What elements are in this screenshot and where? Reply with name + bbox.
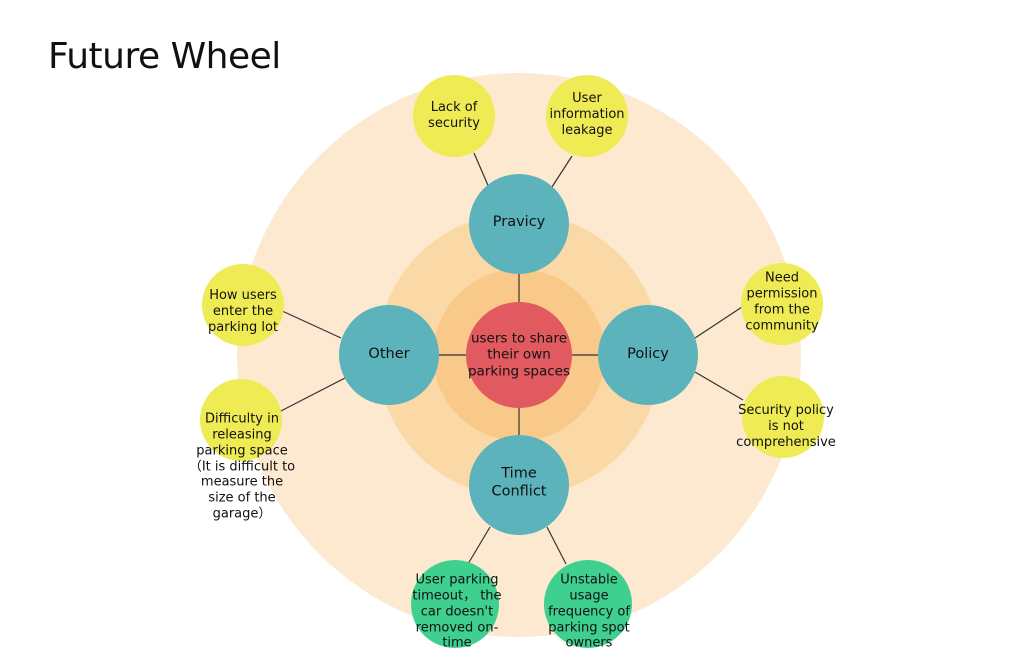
- category-node-other: [339, 305, 439, 405]
- connector-other-how-users-enter: [279, 309, 342, 339]
- impact-label-need-permission: Need permission from the community: [745, 270, 819, 333]
- impact-label-lack-of-security: Lack of security: [428, 100, 480, 131]
- category-node-policy: [598, 305, 698, 405]
- connector-policy-need-permission: [694, 306, 743, 339]
- category-label-time-conflict: Time Conflict: [491, 465, 547, 499]
- impact-node-security-policy: [742, 376, 824, 458]
- impact-node-user-parking-timeout: [411, 560, 499, 648]
- category-label-other: Other: [368, 346, 410, 363]
- connector-other-difficulty-releasing: [276, 377, 346, 414]
- impact-label-unstable-usage: Unstable usage frequency of parking spot…: [548, 572, 630, 651]
- impact-node-how-users-enter: [202, 264, 284, 346]
- category-label-pravicy: Pravicy: [492, 214, 546, 231]
- impact-label-how-users-enter: How users enter the parking lot: [208, 288, 278, 335]
- impact-label-security-policy: Security policy is not comprehensive: [736, 403, 836, 450]
- impact-node-unstable-usage: [544, 560, 632, 648]
- impact-label-difficulty-releasing: Difficulty in releasing parking space （I…: [188, 411, 296, 522]
- impact-node-need-permission: [741, 263, 823, 345]
- impact-label-user-parking-timeout: User parking timeout， the car doesn't re…: [412, 572, 502, 651]
- category-node-time-conflict: [469, 435, 569, 535]
- impact-node-user-information-leakage: [546, 75, 628, 157]
- connector-policy-security-policy: [694, 371, 744, 401]
- center-node: [466, 302, 572, 408]
- impact-node-lack-of-security: [413, 75, 495, 157]
- connector-pravicy-lack-of-security: [473, 152, 491, 191]
- connector-pravicy-user-information-leakage: [549, 155, 573, 191]
- center-label: users to share their own parking spaces: [467, 330, 570, 380]
- page-title: Future Wheel: [48, 36, 281, 77]
- category-node-pravicy: [469, 174, 569, 274]
- impact-label-user-information-leakage: User information leakage: [549, 91, 625, 138]
- connector-time-conflict-unstable-usage: [546, 526, 567, 565]
- connector-time-conflict-user-parking-timeout: [467, 526, 491, 565]
- category-label-policy: Policy: [627, 346, 669, 363]
- impact-node-difficulty-releasing: [200, 379, 282, 461]
